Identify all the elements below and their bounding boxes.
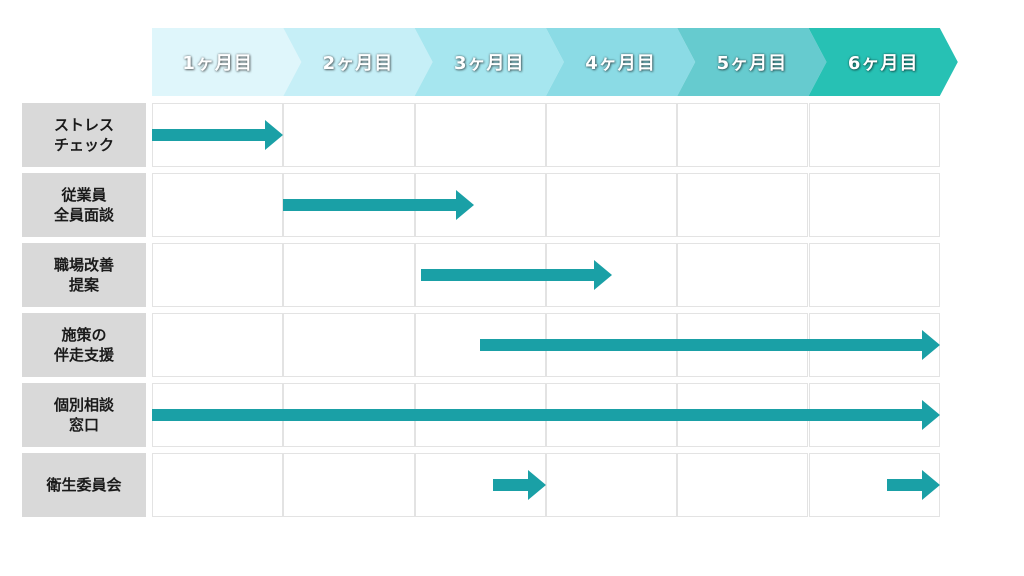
schedule-row: 従業員 全員面談 (22, 173, 940, 237)
row-label: 従業員 全員面談 (53, 186, 114, 224)
row-label: 衛生委員会 (46, 476, 122, 494)
row-label-box: 職場改善 提案 (22, 243, 146, 307)
grid-cell (808, 103, 940, 167)
month-chevron-3 (414, 28, 564, 96)
month-label-4: 4ヶ月目 (585, 53, 656, 74)
timeline-arrow-bar (152, 409, 922, 421)
row-label-box: 衛生委員会 (22, 453, 146, 517)
grid-cell (808, 243, 940, 307)
timeline-arrow-bar (152, 129, 266, 141)
grid-cell (283, 103, 415, 167)
arrow-head-icon (921, 330, 940, 360)
grid-cell (152, 453, 284, 517)
grid-cell (152, 243, 284, 307)
grid-cell (545, 173, 678, 237)
month-chevron-4 (545, 28, 696, 96)
grid-cell (545, 103, 678, 167)
month-chevron-5 (677, 28, 827, 96)
arrow-head-icon (265, 120, 284, 150)
grid-cell (152, 313, 284, 377)
row-label: 個別相談 窓口 (53, 396, 114, 434)
arrow-head-icon (593, 260, 612, 290)
grid-cell (677, 103, 809, 167)
grid-cell (152, 173, 284, 237)
schedule-row: 個別相談 窓口 (22, 383, 940, 447)
month-label-2: 2ヶ月目 (322, 53, 394, 74)
arrow-head-icon (455, 190, 474, 220)
row-label: 職場改善 提案 (53, 256, 114, 294)
grid-cell (545, 453, 678, 517)
month-label-6: 6ヶ月目 (847, 53, 919, 74)
month-chevron-2 (283, 28, 433, 96)
row-label-box: 施策の 伴走支援 (22, 313, 146, 377)
grid-cell (283, 313, 415, 377)
row-label-box: 従業員 全員面談 (22, 173, 146, 237)
schedule-row: 職場改善 提案 (22, 243, 940, 307)
month-chevron-6 (808, 28, 958, 96)
timeline-arrow-bar (493, 479, 528, 491)
row-label: ストレス チェック (53, 116, 114, 154)
timeline-arrow-bar (421, 269, 594, 281)
timeline-arrow-bar (887, 479, 922, 491)
timeline-arrow-bar (480, 339, 922, 351)
row-label-box: ストレス チェック (22, 103, 146, 167)
grid-cell (677, 173, 809, 237)
row-label: 施策の 伴走支援 (53, 326, 114, 364)
arrow-head-icon (527, 470, 546, 500)
grid-cell (677, 243, 809, 307)
grid-cell (414, 103, 546, 167)
grid-cell (677, 453, 809, 517)
arrow-head-icon (921, 400, 940, 430)
month-label-5: 5ヶ月目 (716, 53, 788, 74)
schedule-row: 衛生委員会 (22, 453, 940, 517)
month-chevron-1 (152, 28, 302, 96)
schedule-row: ストレス チェック (22, 103, 940, 167)
grid-cell (808, 173, 940, 237)
row-label-box: 個別相談 窓口 (22, 383, 146, 447)
grid-cell (283, 453, 415, 517)
month-label-1: 1ヶ月目 (182, 53, 253, 74)
arrow-head-icon (921, 470, 940, 500)
timeline-arrow-bar (283, 199, 456, 211)
schedule-row: 施策の 伴走支援 (22, 313, 940, 377)
grid-cell (283, 243, 415, 307)
month-label-3: 3ヶ月目 (453, 53, 525, 74)
